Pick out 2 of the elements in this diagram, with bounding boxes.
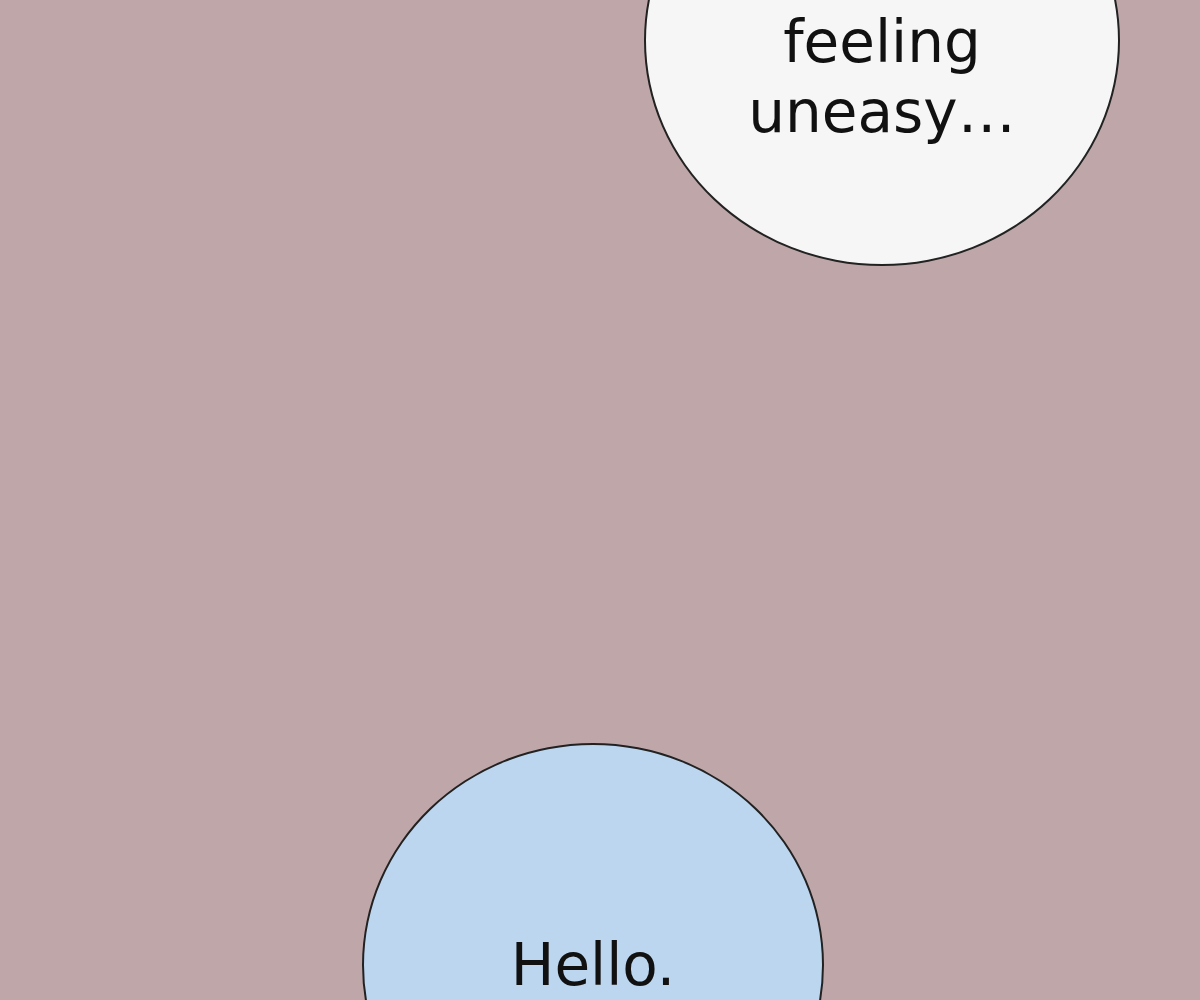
speech-text: feeling uneasy… [747,7,1017,147]
speech-text: Hello. [509,930,677,1000]
